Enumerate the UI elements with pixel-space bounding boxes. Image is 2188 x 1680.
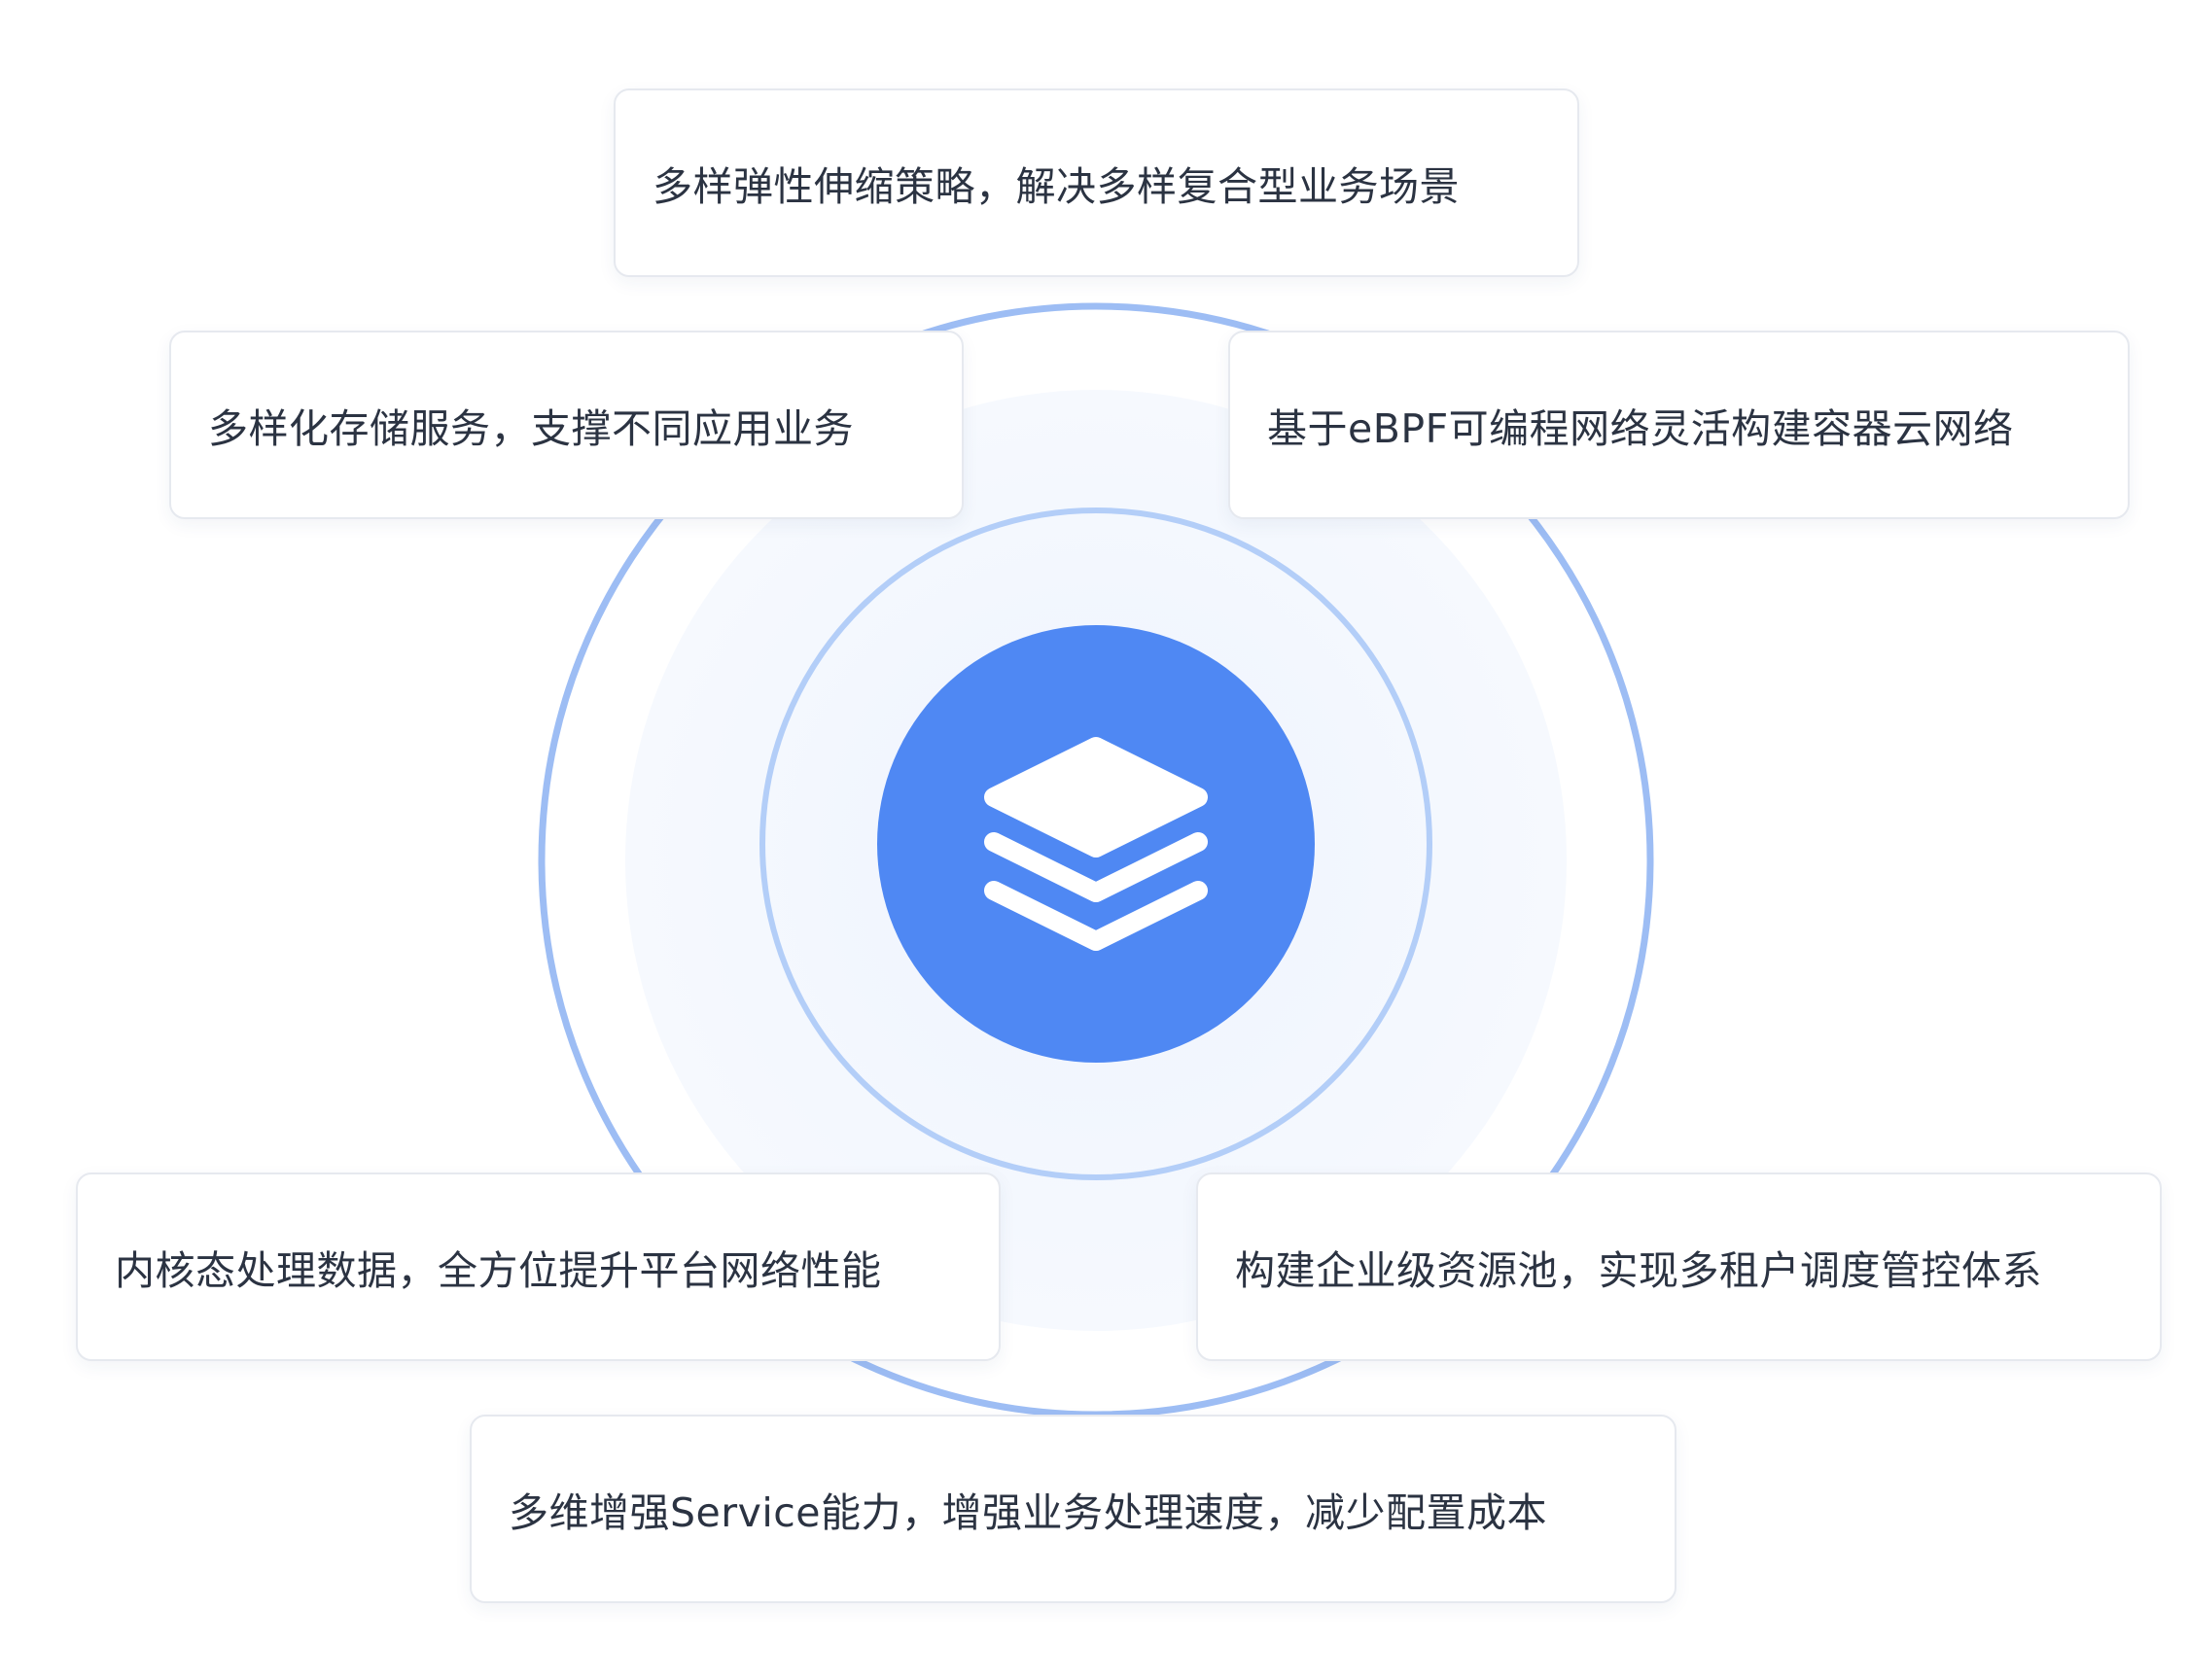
feature-text: 构建企业级资源池，实现多租户调度管控体系 (1235, 1247, 2042, 1294)
feature-card-resource-pool: 构建企业级资源池，实现多租户调度管控体系 (1196, 1172, 2162, 1361)
inner-ring (759, 508, 1432, 1180)
feature-text: 多维增强Service能力，增强业务处理速度，减少配置成本 (509, 1489, 1548, 1536)
layers-icon (984, 737, 1208, 951)
feature-text: 基于eBPF可编程网络灵活构建容器云网络 (1267, 405, 2014, 452)
feature-card-kernel-data: 内核态处理数据，全方位提升平台网络性能 (76, 1172, 1001, 1361)
feature-card-storage: 多样化存储服务，支撑不同应用业务 (169, 331, 964, 519)
feature-text: 内核态处理数据，全方位提升平台网络性能 (115, 1247, 882, 1294)
feature-text: 多样化存储服务，支撑不同应用业务 (208, 405, 854, 452)
feature-card-service: 多维增强Service能力，增强业务处理速度，减少配置成本 (470, 1415, 1676, 1603)
feature-text: 多样弹性伸缩策略，解决多样复合型业务场景 (653, 163, 1460, 210)
feature-card-ebpf-network: 基于eBPF可编程网络灵活构建容器云网络 (1228, 331, 2130, 519)
feature-card-autoscaling: 多样弹性伸缩策略，解决多样复合型业务场景 (614, 88, 1579, 277)
